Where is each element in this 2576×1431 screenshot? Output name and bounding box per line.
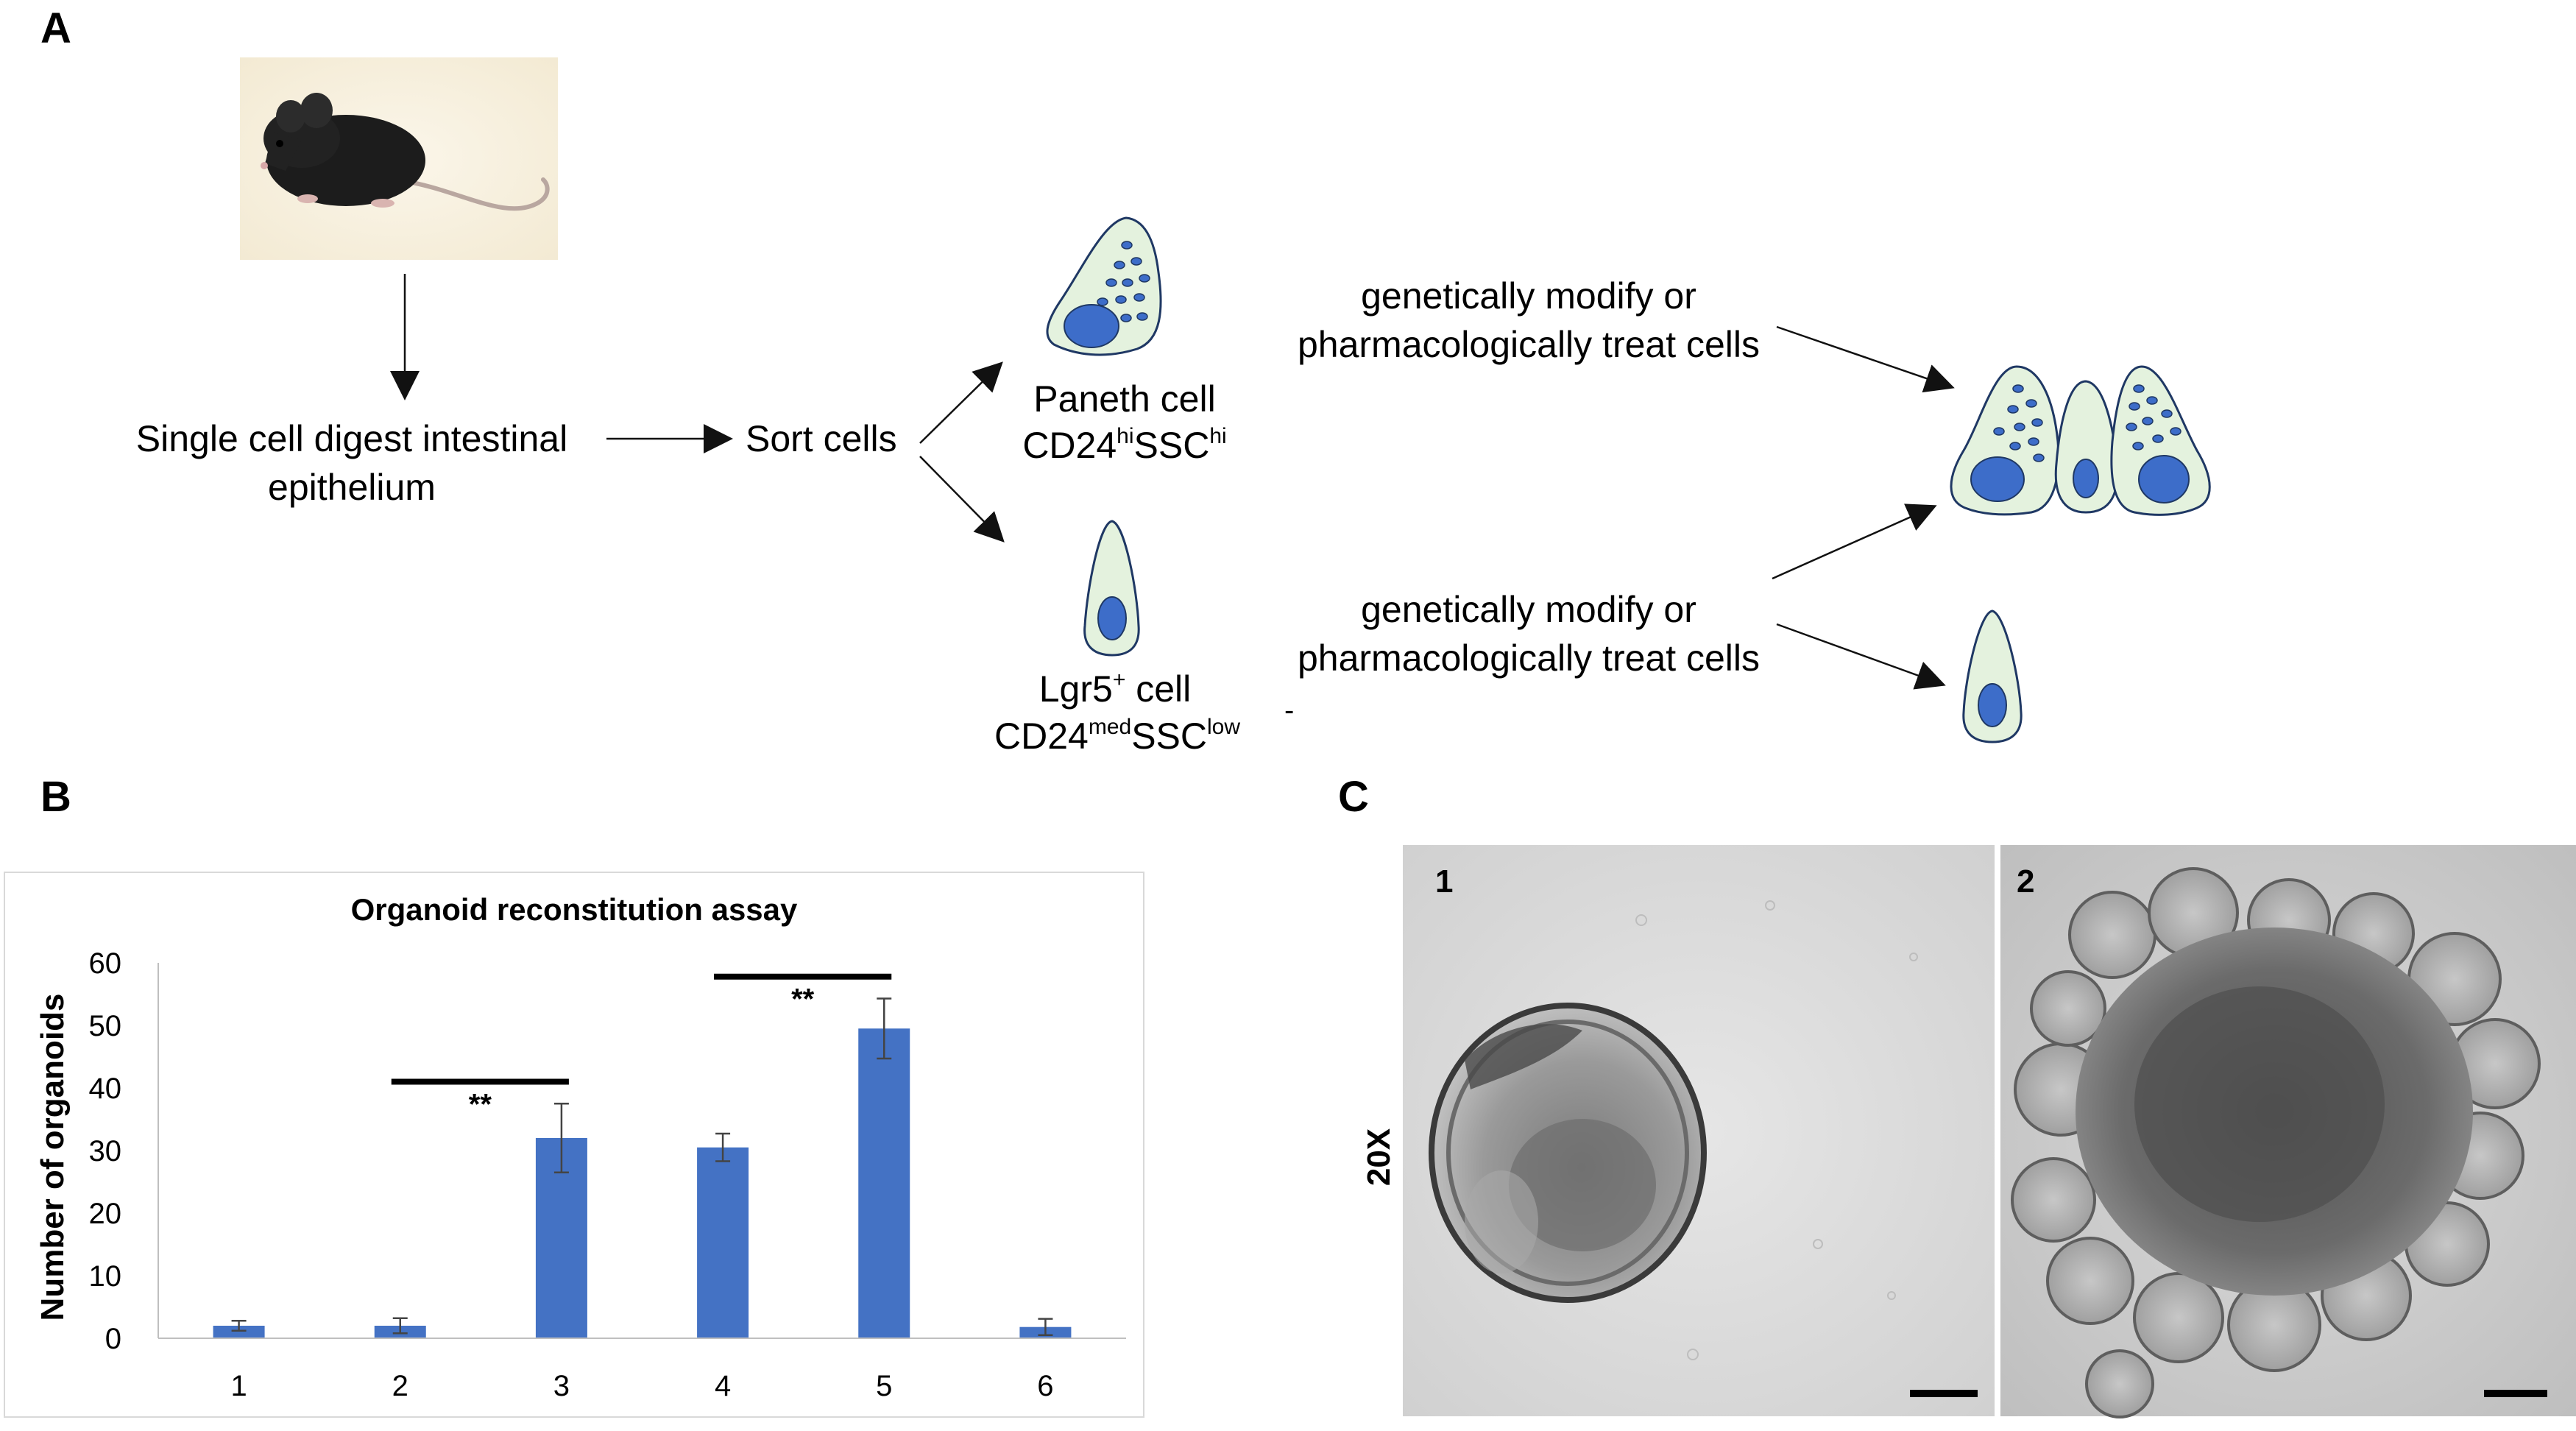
micrograph-2-label: 2 — [2017, 863, 2034, 900]
y-tick-label: 0 — [105, 1323, 121, 1355]
treatment-top-line1: genetically modify or — [1361, 275, 1696, 317]
y-tick-label: 40 — [89, 1073, 122, 1105]
x-tick-label: 5 — [876, 1370, 892, 1402]
significance-label: ** — [469, 1089, 492, 1121]
micrograph-2: 2 — [2000, 845, 2576, 1418]
bar-chart: 0 10 20 30 40 50 60 1 2 3 4 5 6 ** ** — [89, 947, 1126, 1402]
sort-cells-label: Sort cells — [746, 418, 897, 459]
lgr5-cell-label: Lgr5+ cell — [1039, 668, 1192, 710]
digest-label-line2: epithelium — [268, 467, 436, 508]
organoid-cell-cluster — [1950, 365, 2211, 516]
x-tick-label: 1 — [230, 1370, 247, 1402]
paneth-cell-illustration — [1046, 216, 1162, 356]
digest-label-line1: Single cell digest intestinal — [136, 418, 567, 459]
panel-letter-a: A — [40, 4, 71, 52]
lgr5-cell-illustration — [1083, 520, 1140, 657]
micrograph-1-label: 1 — [1435, 863, 1453, 900]
x-tick-label: 4 — [715, 1370, 731, 1402]
y-tick-label: 50 — [89, 1010, 122, 1042]
treatment-bottom-line1: genetically modify or — [1361, 589, 1696, 630]
x-tick-label: 6 — [1037, 1370, 1053, 1402]
treatment-top-line2: pharmacologically treat cells — [1298, 324, 1760, 365]
mouse-photo — [240, 57, 558, 260]
lgr5-marker-label: CD24medSSClow — [994, 715, 1240, 757]
bar — [697, 1147, 749, 1338]
lone-lgr5-cell — [1962, 610, 2023, 743]
y-tick-label: 10 — [89, 1260, 122, 1293]
y-axis-label: Number of organoids — [35, 994, 71, 1321]
bar — [858, 1028, 910, 1338]
paneth-marker-label: CD24hiSSChi — [1022, 424, 1226, 466]
y-tick-label: 20 — [89, 1198, 122, 1230]
x-tick-label: 2 — [392, 1370, 408, 1402]
bar — [213, 1326, 265, 1338]
treatment-bottom-line2: pharmacologically treat cells — [1298, 637, 1760, 679]
stray-mark: - — [1284, 694, 1294, 727]
panel-letter-b: B — [40, 773, 71, 821]
x-tick-label: 3 — [553, 1370, 570, 1402]
y-tick-label: 30 — [89, 1135, 122, 1167]
paneth-cell-label: Paneth cell — [1033, 378, 1215, 420]
magnification-label: 20X — [1361, 1128, 1397, 1186]
micrograph-1: 1 — [1403, 845, 1995, 1416]
y-tick-label: 60 — [89, 947, 122, 980]
panel-letter-c: C — [1338, 773, 1369, 821]
chart-title: Organoid reconstitution assay — [351, 892, 798, 927]
significance-label: ** — [791, 983, 815, 1016]
